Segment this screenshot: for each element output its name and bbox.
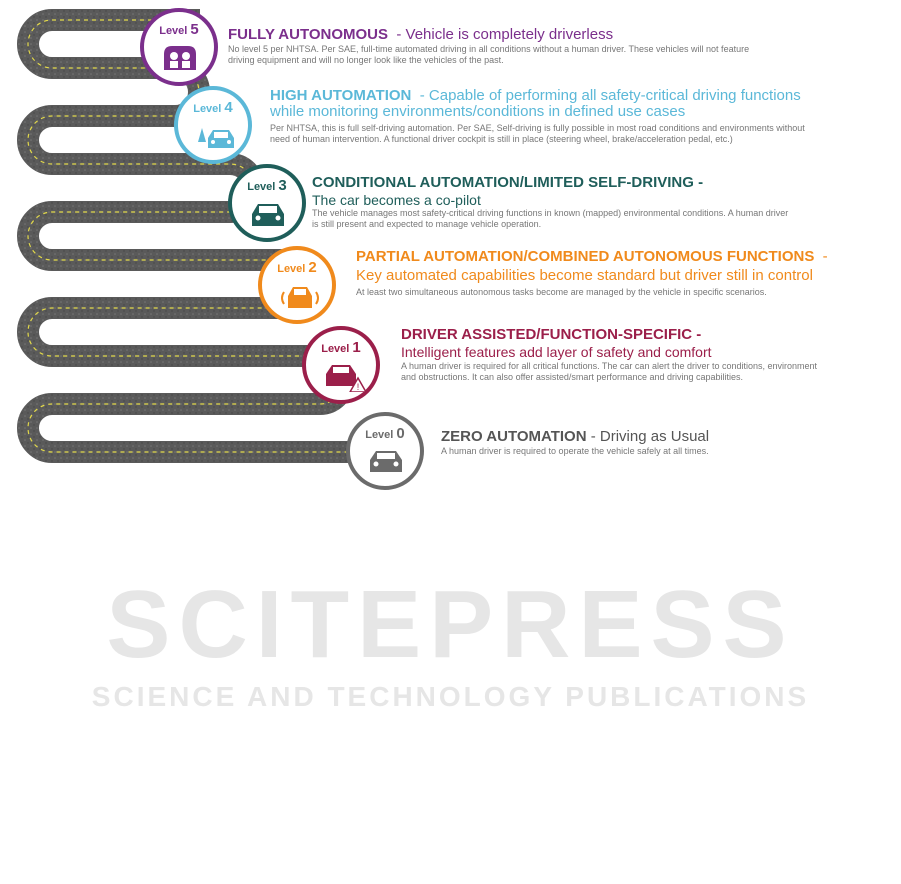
level-number: 3 xyxy=(278,177,287,194)
watermark-subtitle: SCIENCE AND TECHNOLOGY PUBLICATIONS xyxy=(91,681,810,712)
level-title: HIGH AUTOMATION xyxy=(270,87,412,104)
level-subtitle: - Driving as Usual xyxy=(590,428,710,445)
level-description: At least two simultaneous autonomous tas… xyxy=(356,287,767,297)
level-number: 0 xyxy=(396,425,405,442)
level-subtitle: Intelligent features add layer of safety… xyxy=(401,344,712,360)
svg-text:!: ! xyxy=(357,382,360,392)
level-label: Level xyxy=(159,25,188,37)
car-sensors-icon xyxy=(281,287,319,308)
level-1-badge: Level 1 ! xyxy=(302,326,380,404)
level-1-text: DRIVER ASSISTED/FUNCTION-SPECIFIC - Inte… xyxy=(401,326,841,383)
level-title: PARTIAL AUTOMATION/COMBINED AUTONOMOUS F… xyxy=(356,248,815,265)
level-label: Level xyxy=(247,181,276,193)
level-title: DRIVER ASSISTED/FUNCTION-SPECIFIC - xyxy=(401,326,702,343)
level-title: CONDITIONAL AUTOMATION/LIMITED SELF-DRIV… xyxy=(312,174,694,191)
level-description: A human driver is required for all criti… xyxy=(401,361,818,382)
level-0-text: ZERO AUTOMATION - Driving as Usual A hum… xyxy=(441,428,861,457)
level-3-badge: Level 3 xyxy=(228,164,306,242)
level-label: Level xyxy=(193,103,222,115)
level-number: 4 xyxy=(224,99,233,116)
level-description: Per NHTSA, this is full self-driving aut… xyxy=(270,123,805,144)
car-copilot-icon xyxy=(252,204,284,226)
level-2-badge: Level 2 xyxy=(258,246,336,324)
level-subtitle: - Vehicle is completely driverless xyxy=(396,26,614,43)
driverless-car-icon xyxy=(164,46,196,70)
level-2-text: PARTIAL AUTOMATION/COMBINED AUTONOMOUS F… xyxy=(356,247,856,298)
level-number: 1 xyxy=(352,339,361,356)
level-5-badge: Level 5 xyxy=(140,8,218,86)
car-warning-icon: ! xyxy=(326,365,366,392)
level-description: A human driver is required to operate th… xyxy=(441,446,709,456)
level-label: Level xyxy=(321,343,350,355)
level-subtitle: - Key automated capabilities become stan… xyxy=(356,248,828,284)
level-4-text: HIGH AUTOMATION - Capable of performing … xyxy=(270,88,830,145)
level-label: Level xyxy=(277,263,306,275)
car-manual-icon xyxy=(370,451,402,472)
watermark-title: SCITEPRESS xyxy=(106,571,795,678)
level-number: 2 xyxy=(308,259,317,276)
level-label: Level xyxy=(365,429,394,441)
level-5-text: FULLY AUTONOMOUS - Vehicle is completely… xyxy=(228,26,878,66)
level-description: No level 5 per NHTSA. Per SAE, full-time… xyxy=(228,44,750,65)
level-subtitle: The car becomes a co-pilot xyxy=(312,192,481,208)
level-4-badge: Level 4 xyxy=(174,86,252,164)
level-title: ZERO AUTOMATION xyxy=(441,428,587,445)
car-with-trees-icon xyxy=(198,128,234,148)
level-subtitle: - Capable of performing all safety-criti… xyxy=(270,87,801,120)
level-number: 5 xyxy=(190,21,199,38)
level-0-badge: Level 0 xyxy=(346,412,424,490)
level-3-text: CONDITIONAL AUTOMATION/LIMITED SELF-DRIV… xyxy=(312,174,852,230)
level-description: The vehicle manages most safety-critical… xyxy=(312,208,789,229)
level-title: FULLY AUTONOMOUS xyxy=(228,26,389,43)
